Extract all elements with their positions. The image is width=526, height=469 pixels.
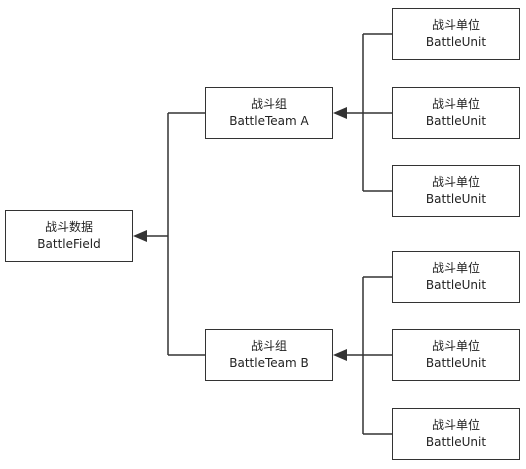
arrowhead-team-a [333, 107, 347, 119]
battle-unit-title: 战斗单位 [431, 97, 480, 111]
battle-unit-title: 战斗单位 [431, 261, 480, 275]
battle-field-node-title: 战斗数据 [44, 220, 93, 234]
battle-unit-node: 战斗单位 BattleUnit [392, 329, 520, 381]
connector-team-b [347, 276, 392, 435]
battle-team-b-title: 战斗组 [250, 339, 287, 353]
battle-unit-title: 战斗单位 [431, 18, 480, 32]
battle-team-b-subtitle: BattleTeam B [229, 356, 309, 370]
battle-field-node: 战斗数据 BattleField [5, 210, 133, 262]
arrowhead-root [133, 230, 147, 242]
battle-team-a-title: 战斗组 [250, 97, 287, 111]
battle-unit-node: 战斗单位 BattleUnit [392, 408, 520, 460]
battle-unit-subtitle: BattleUnit [425, 114, 487, 128]
battle-unit-title: 战斗单位 [431, 418, 480, 432]
battle-team-a-node: 战斗组 BattleTeam A [205, 87, 333, 139]
arrowhead-team-b [333, 349, 347, 361]
battle-unit-subtitle: BattleUnit [425, 435, 487, 449]
battle-unit-node: 战斗单位 BattleUnit [392, 251, 520, 303]
connector-team-a [347, 33, 392, 192]
connector-root [145, 113, 169, 355]
battle-unit-subtitle: BattleUnit [425, 35, 487, 49]
battle-unit-title: 战斗单位 [431, 339, 480, 353]
battle-team-a-subtitle: BattleTeam A [229, 114, 309, 128]
battle-unit-title: 战斗单位 [431, 175, 480, 189]
battle-unit-subtitle: BattleUnit [425, 278, 487, 292]
battle-unit-node: 战斗单位 BattleUnit [392, 165, 520, 217]
battle-team-b-node: 战斗组 BattleTeam B [205, 329, 333, 381]
battle-unit-subtitle: BattleUnit [425, 192, 487, 206]
battle-unit-subtitle: BattleUnit [425, 356, 487, 370]
battle-field-node-subtitle: BattleField [37, 237, 101, 251]
battle-unit-node: 战斗单位 BattleUnit [392, 87, 520, 139]
battle-unit-node: 战斗单位 BattleUnit [392, 8, 520, 60]
